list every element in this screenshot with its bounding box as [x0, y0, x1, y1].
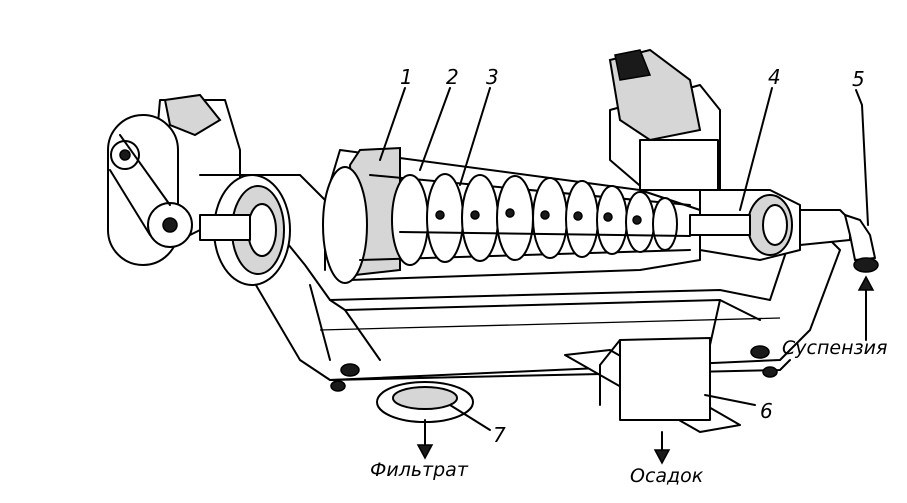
gear-motor: [608, 48, 721, 191]
callout-2: 2: [446, 65, 459, 89]
filtrate-outlet: [376, 381, 474, 423]
callout-1: 1: [400, 65, 413, 89]
callout-4: 4: [768, 65, 781, 89]
leader-lines: [379, 87, 869, 431]
callout-3: 3: [486, 65, 499, 89]
filtrate-label: Фильтрат: [370, 459, 469, 481]
sediment-label: Осадок: [630, 465, 704, 487]
right-bearing-assembly: [689, 189, 879, 273]
callout-5: 5: [852, 67, 865, 91]
suspension-label: Суспензия: [782, 337, 887, 359]
mounting-feet: [330, 345, 778, 392]
flow-arrows: [416, 275, 875, 465]
sediment-chute: [564, 337, 741, 433]
left-drive-assembly: [107, 93, 326, 286]
callout-7: 7: [493, 423, 506, 447]
callout-6: 6: [760, 399, 773, 423]
screw-conveyor: [391, 173, 691, 266]
